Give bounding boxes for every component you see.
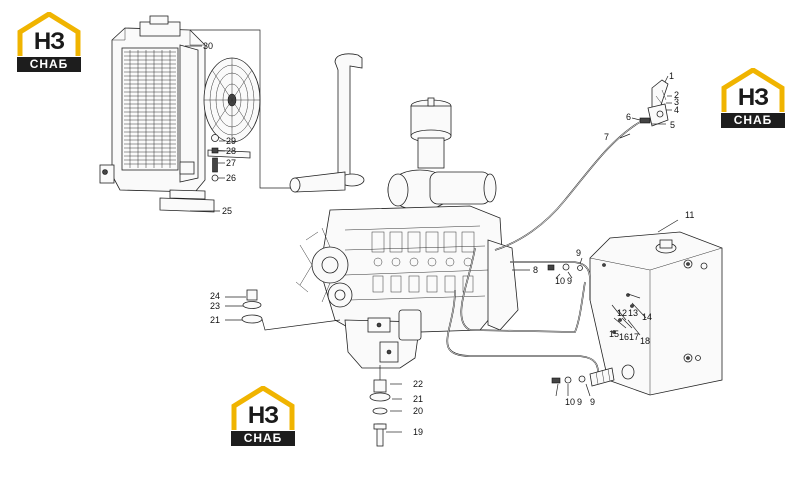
radiator <box>99 15 215 213</box>
callout-10-lower: 10 <box>565 397 575 407</box>
callout-6: 6 <box>626 112 631 122</box>
callout-1: 1 <box>669 71 674 81</box>
brand-logo-bottom-left: НЗ СНАБ <box>230 386 296 448</box>
brand-emblem: НЗ <box>737 84 769 111</box>
house-roof-icon <box>17 12 81 56</box>
callout-21-lower: 21 <box>413 394 423 404</box>
callout-25: 25 <box>222 206 232 216</box>
main-leaders <box>225 219 679 433</box>
fittings-upper <box>547 263 583 271</box>
house-roof-icon <box>721 68 785 112</box>
callout-21-left: 21 <box>210 315 220 325</box>
callout-14: 14 <box>642 312 652 322</box>
radiator-leaders <box>185 29 300 212</box>
left-fastener-stack <box>241 289 263 324</box>
brand-emblem: НЗ <box>247 402 279 429</box>
callout-24: 24 <box>210 291 220 301</box>
callout-29: 29 <box>226 136 236 146</box>
house-roof-icon <box>231 386 295 430</box>
callout-13: 13 <box>628 308 638 318</box>
callout-7: 7 <box>604 132 609 142</box>
callout-23: 23 <box>210 301 220 311</box>
radiator-fan <box>203 57 261 159</box>
callout-15: 15 <box>609 329 619 339</box>
callout-18: 18 <box>640 336 650 346</box>
callout-19: 19 <box>413 427 423 437</box>
callout-28: 28 <box>226 146 236 156</box>
callout-16: 16 <box>619 332 629 342</box>
brand-logo-right: НЗ СНАБ <box>720 68 786 130</box>
callout-9-upper: 9 <box>576 248 581 258</box>
throttle-cable <box>494 121 641 251</box>
callout-30: 30 <box>203 41 213 51</box>
callout-9-lower-b: 9 <box>590 397 595 407</box>
callout-9-upper-right: 9 <box>567 276 572 286</box>
callout-17: 17 <box>629 332 639 342</box>
fittings-lower <box>551 364 635 387</box>
throttle-leaders <box>619 75 672 139</box>
mount-fastener-stack <box>369 379 391 447</box>
callout-26: 26 <box>226 173 236 183</box>
brand-name: СНАБ <box>721 113 785 128</box>
brand-emblem: НЗ <box>33 28 65 55</box>
callout-4: 4 <box>674 105 679 115</box>
callout-2: 2 <box>674 90 679 100</box>
throttle-lever <box>639 79 669 127</box>
callout-8: 8 <box>533 265 538 275</box>
callout-10-upper: 10 <box>555 276 565 286</box>
callout-12: 12 <box>617 308 627 318</box>
hydraulic-tank <box>589 231 723 396</box>
callout-9-lower-a: 9 <box>577 397 582 407</box>
brand-name: СНАБ <box>231 431 295 446</box>
engine <box>289 53 519 369</box>
callout-labels: 1 2 3 4 5 6 7 8 9 10 9 11 12 13 14 15 16… <box>203 41 694 437</box>
callout-22: 22 <box>413 379 423 389</box>
fastener-stack-radiator <box>211 134 219 182</box>
callout-11: 11 <box>685 210 694 220</box>
callout-20: 20 <box>413 406 423 416</box>
callout-27: 27 <box>226 158 236 168</box>
callout-3: 3 <box>674 97 679 107</box>
brand-logo-top-left: НЗ СНАБ <box>16 12 82 74</box>
callout-5: 5 <box>670 120 675 130</box>
brand-name: СНАБ <box>17 57 81 72</box>
